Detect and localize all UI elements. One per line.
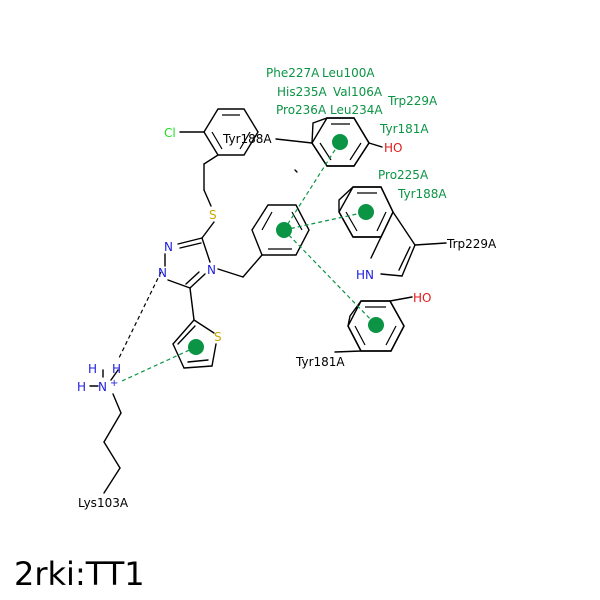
lys-hydrogen-2: H [112,362,121,376]
centroid-thiophene [188,339,204,355]
indole-nh-label: HN [356,268,374,282]
ch2-benzyl-bond [242,254,263,278]
hbond-lys-triazole [117,271,162,361]
contact-label-pro225: Pro225A [378,168,429,182]
lys-nitrogen-label: N [98,380,107,394]
triazole-n1-label: N [164,240,173,254]
residue-label-tyr181: Tyr181A [295,355,345,369]
tyr-top-hydroxyl-label: HO [384,141,402,155]
tyr-top-stem [275,138,313,144]
residue-label-lys103: Lys103A [78,496,129,510]
centroid-tyr-top [332,134,348,150]
chlorine-atom-label: Cl [164,126,176,140]
residue-label-tyr188-top: Tyr188A [222,132,272,146]
pi-stack-tyr-top [283,141,341,231]
triazole-thiophene-bond [189,287,195,321]
contact-label-trp229: Trp229A [387,94,438,108]
thiophene-sulfur-label: S [214,330,222,344]
n-ch2-bond [217,268,244,278]
lys-chain [89,369,122,494]
residue-label-trp229: Trp229A [446,237,497,251]
contact-label-his235: His235A [277,85,328,99]
trp-stem [414,242,447,246]
trp-indole [338,186,416,277]
contact-label-pro236: Pro236A [276,103,327,117]
tyr-top-tick [294,169,298,173]
ch2-s-bond [203,189,212,207]
triazole-n2-label: N [158,266,167,280]
contact-label-phe227: Phe227A [266,66,320,80]
centroid-trp [358,204,374,220]
tyr-bottom-oh-bond [389,296,413,302]
pi-stack-tyr-bottom [283,229,377,326]
tyr-top-oh-bond [368,142,383,148]
lys-hydrogen-1: H [88,362,97,376]
central-benzene-ring [251,204,310,256]
centroid-tyr-bottom [368,317,384,333]
contact-label-leu234: Leu234A [330,103,383,117]
tyr-bottom-hydroxyl-label: HO [413,291,431,305]
contact-label-tyr181: Tyr181A [379,122,429,136]
contact-label-leu100: Leu100A [322,66,375,80]
lys-positive-charge: + [110,378,118,389]
contact-label-tyr188: Tyr188A [397,187,447,201]
pi-stack-trp [283,211,367,231]
thioether-sulfur-label: S [209,208,217,222]
thiophene-ring [172,319,217,369]
s-triazole-bond [201,221,215,239]
ring-ch2-bond [203,154,219,165]
diagram-title: 2rki:TT1 [14,555,145,593]
tyr-bottom-stem [334,350,362,353]
contact-label-val106: Val106A [333,85,383,99]
triazole-n3-label: N [207,263,216,277]
centroid-benzene [276,222,292,238]
lys-hydrogen-3: H [77,380,86,394]
cation-pi-lys-thiophene [121,346,197,382]
triazole-ring [164,237,211,289]
